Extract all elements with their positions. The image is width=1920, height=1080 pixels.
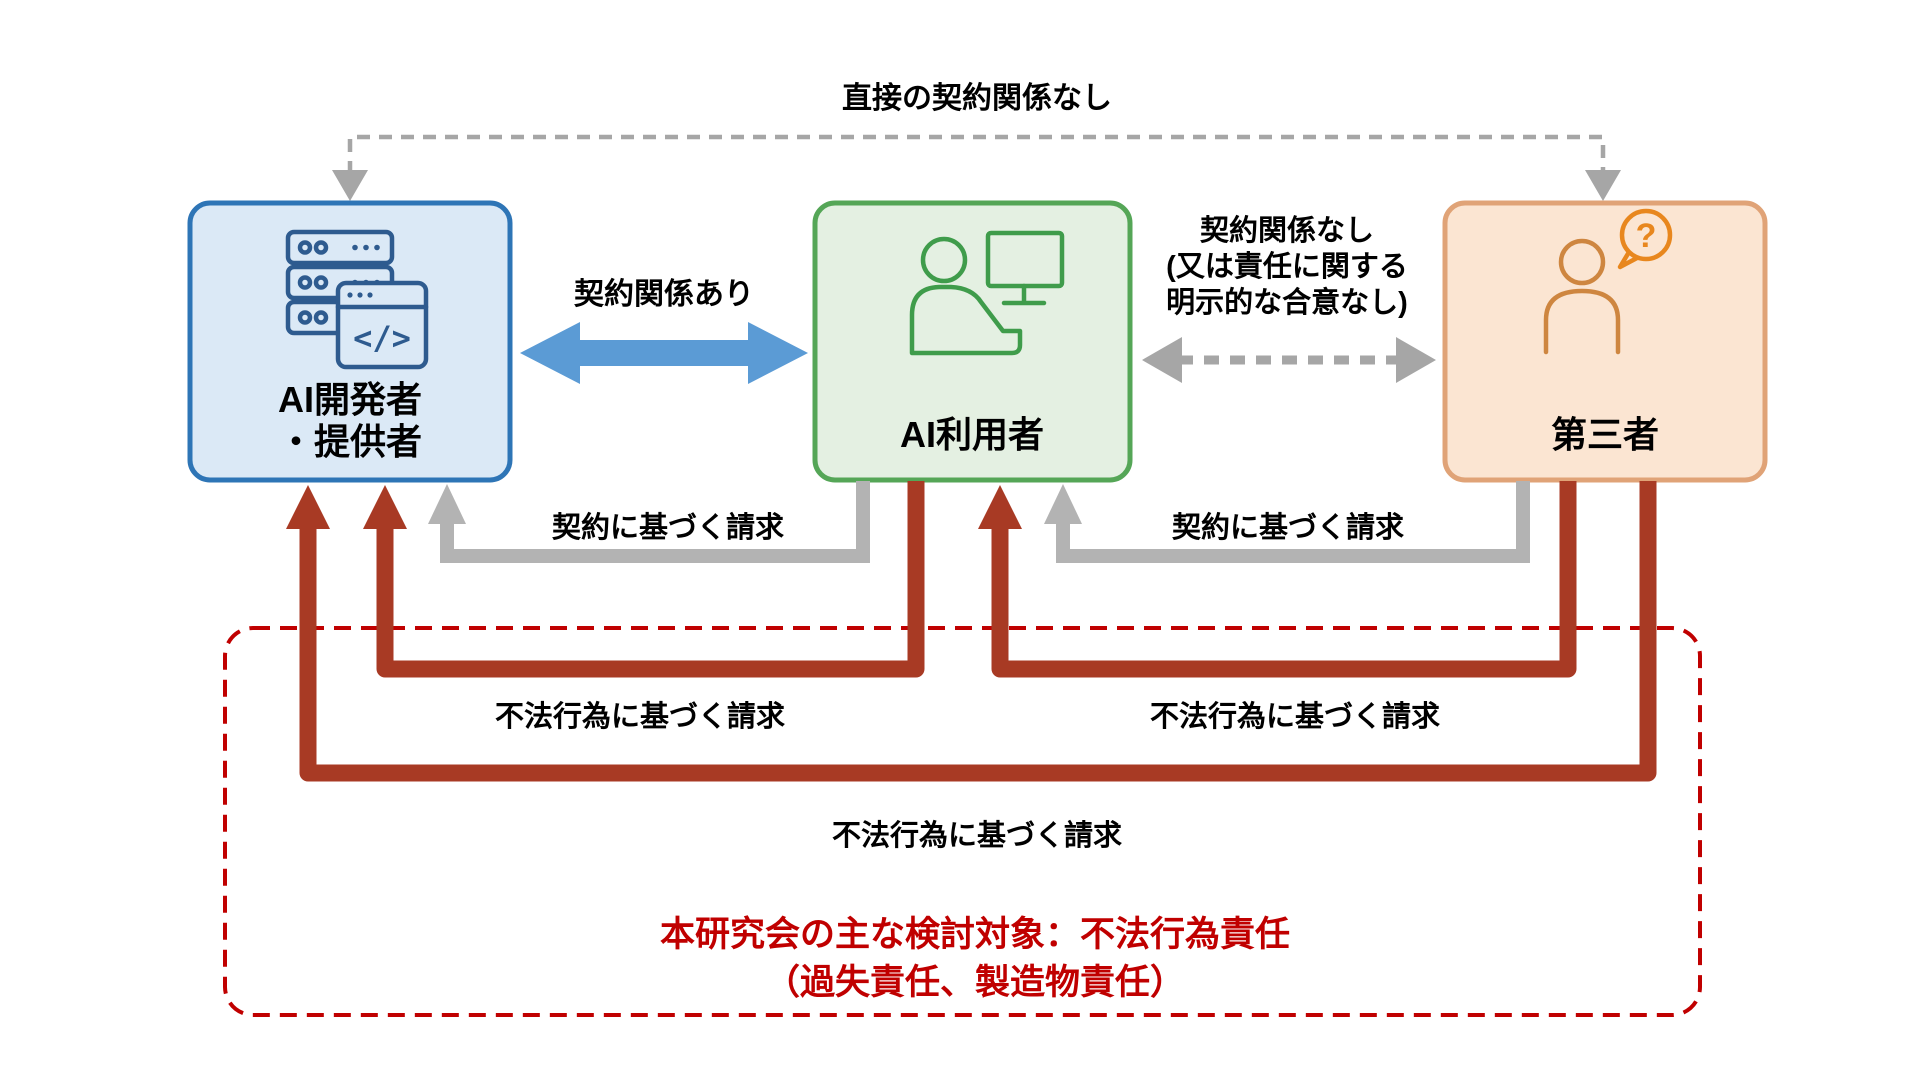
developer-label-line1: AI開発者 bbox=[278, 379, 422, 420]
question-glyph: ? bbox=[1636, 217, 1657, 255]
no-contract-label-line1: 契約関係なし bbox=[1200, 213, 1374, 247]
tort-claim-user-to-developer-arrow bbox=[363, 481, 925, 678]
tort-claim-third-to-developer-arrow bbox=[286, 481, 1657, 782]
no-direct-contract-connector bbox=[332, 134, 1621, 201]
contract-claim-left-label: 契約に基づく請求 bbox=[552, 510, 784, 544]
third-party-label: 第三者 bbox=[1551, 414, 1659, 455]
tort-claim-left-label: 不法行為に基づく請求 bbox=[495, 700, 785, 733]
no-contract-label-line2: (又は責任に関する bbox=[1166, 250, 1408, 283]
server-code-icon bbox=[285, 229, 429, 370]
contract-claim-right-label: 契約に基づく請求 bbox=[1172, 510, 1404, 544]
tort-claim-third-to-user-arrow bbox=[978, 481, 1577, 678]
ai-user-box bbox=[812, 200, 1133, 483]
arrowhead-down-third-party bbox=[1585, 170, 1621, 201]
focus-region-dashed-border bbox=[223, 626, 1702, 1017]
user-at-computer-icon bbox=[909, 230, 1065, 356]
person-question-icon bbox=[1543, 208, 1673, 355]
no-contract-arrow bbox=[1142, 337, 1436, 383]
tort-claim-bottom-label: 不法行為に基づく請求 bbox=[832, 819, 1122, 852]
developer-label-line2: ・提供者 bbox=[278, 421, 422, 462]
focus-note-line1: 本研究会の主な検討対象：不法行為責任 bbox=[660, 915, 1290, 954]
no-direct-contract-label: 直接の契約関係なし bbox=[842, 82, 1112, 115]
ai-user-label: AI利用者 bbox=[900, 414, 1044, 455]
contract-exists-label: 契約関係あり bbox=[574, 278, 754, 311]
contract-claim-user-to-developer-arrow bbox=[428, 481, 870, 563]
code-glyph: </> bbox=[353, 319, 411, 357]
third-party-box bbox=[1442, 200, 1768, 483]
contract-claim-third-to-user-arrow bbox=[1044, 481, 1530, 563]
focus-note-line2: （過失責任、製造物責任） bbox=[765, 963, 1185, 1002]
no-contract-label-line3: 明示的な合意なし) bbox=[1166, 285, 1408, 319]
arrowhead-down-developer bbox=[332, 170, 368, 201]
tort-claim-right-label: 不法行為に基づく請求 bbox=[1150, 700, 1440, 733]
contract-exists-arrow bbox=[520, 322, 808, 384]
